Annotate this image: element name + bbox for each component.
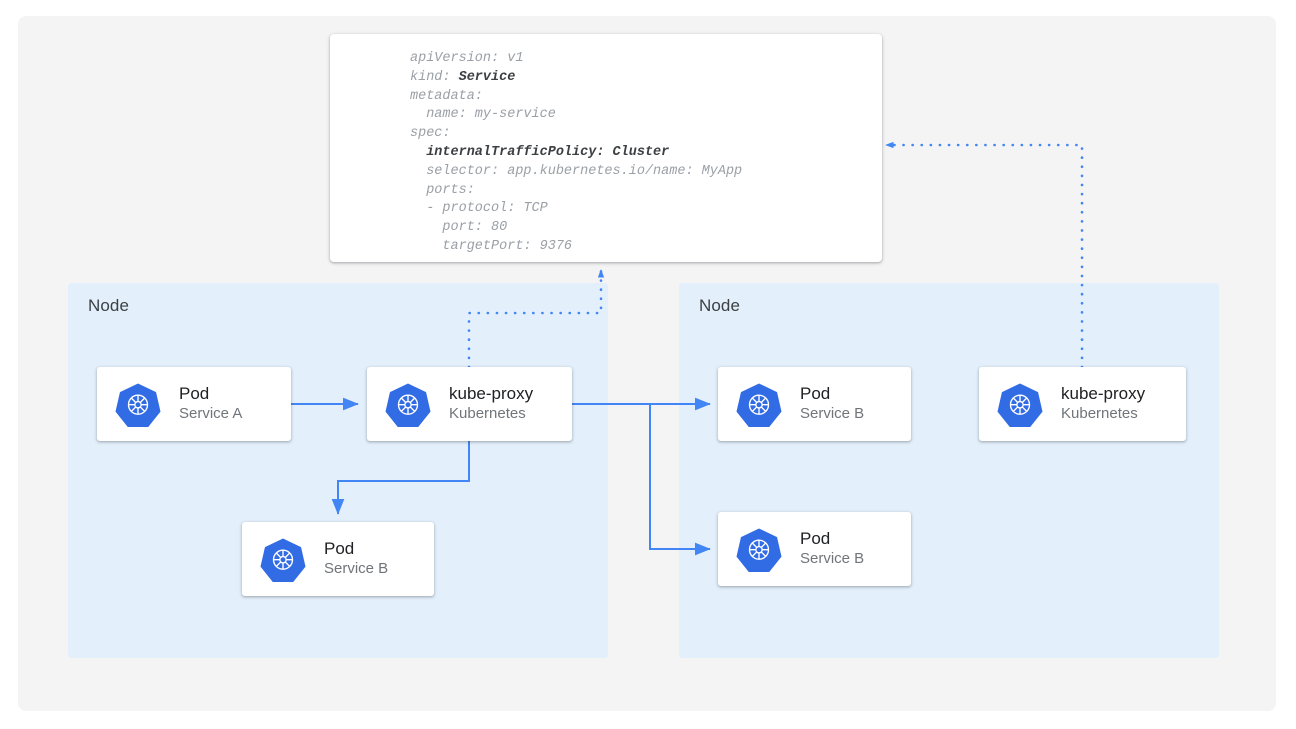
card-pod-service-b-remote-top[interactable]: Pod Service B: [718, 367, 911, 441]
card-subtitle: Kubernetes: [1061, 405, 1138, 423]
card-text: kube-proxy Kubernetes: [449, 384, 533, 423]
service-manifest-code: apiVersion: v1 kind: Service metadata: n…: [410, 51, 743, 254]
card-subtitle: Kubernetes: [449, 405, 526, 423]
card-text: kube-proxy Kubernetes: [1061, 384, 1145, 423]
card-pod-service-b-local[interactable]: Pod Service B: [242, 522, 434, 596]
card-text: Pod Service B: [324, 539, 388, 578]
kubernetes-icon: [736, 381, 782, 428]
card-subtitle: Service A: [179, 405, 243, 423]
node-group-right: Node: [679, 283, 1219, 658]
card-title: Pod: [179, 384, 210, 404]
node-group-left: Node: [68, 283, 608, 658]
kubernetes-icon: [115, 381, 161, 428]
card-text: Pod Service B: [800, 384, 864, 423]
card-kube-proxy-right[interactable]: kube-proxy Kubernetes: [979, 367, 1186, 441]
card-text: Pod Service A: [179, 384, 242, 423]
card-subtitle: Service B: [800, 405, 865, 423]
node-label: Node: [699, 296, 741, 315]
kubernetes-icon: [260, 536, 306, 583]
service-manifest-panel: apiVersion: v1 kind: Service metadata: n…: [330, 34, 882, 262]
card-pod-service-a[interactable]: Pod Service A: [97, 367, 291, 441]
card-kube-proxy-left[interactable]: kube-proxy Kubernetes: [367, 367, 572, 441]
node-label: Node: [88, 296, 130, 315]
kubernetes-icon: [736, 526, 782, 573]
kubernetes-icon: [997, 381, 1043, 428]
card-subtitle: Service B: [800, 550, 865, 568]
card-subtitle: Service B: [324, 560, 389, 578]
card-title: Pod: [800, 384, 831, 404]
card-pod-service-b-remote-bottom[interactable]: Pod Service B: [718, 512, 911, 586]
card-title: Pod: [324, 539, 355, 559]
card-title: kube-proxy: [449, 384, 534, 404]
kubernetes-icon: [385, 381, 431, 428]
card-title: Pod: [800, 529, 831, 549]
card-title: kube-proxy: [1061, 384, 1146, 404]
card-text: Pod Service B: [800, 529, 864, 568]
